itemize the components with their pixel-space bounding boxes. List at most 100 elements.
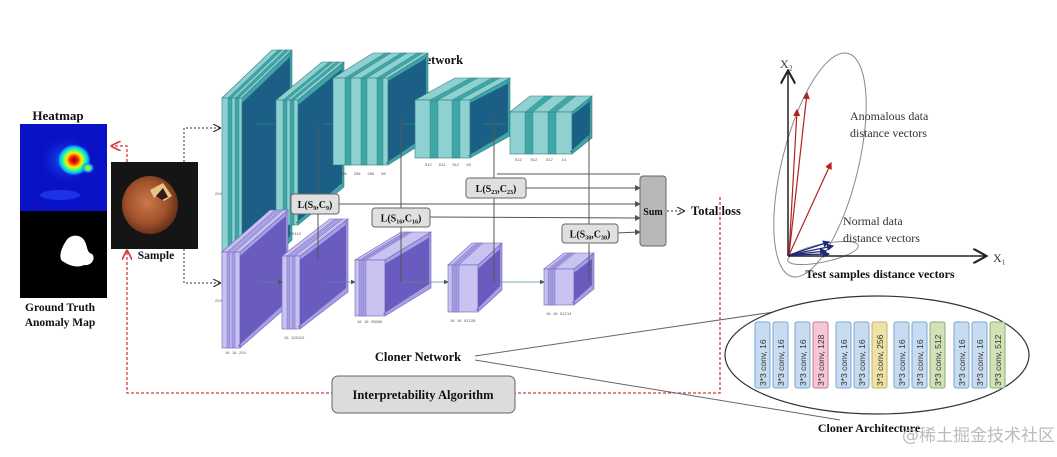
anomalous-vector-1 [788, 108, 801, 256]
cloner-block-dim: 16 [553, 311, 558, 316]
heatmap-arrow [112, 146, 128, 162]
anomalous-label-line1: Anomalous data [850, 109, 929, 123]
vector-plot-caption: Test samples distance vectors [805, 267, 955, 281]
cloner-block-dim: 224 [239, 350, 246, 355]
cloner-layer-7: 3*3 conv, 256 [871, 321, 888, 389]
anomalous-vector-3 [788, 161, 832, 256]
ground-truth-image [20, 211, 107, 298]
sum-block [639, 175, 667, 247]
anomalous-ellipse [773, 52, 867, 278]
cloner-block-dim: 512 [560, 311, 567, 316]
source-block-dim: 28 [466, 162, 471, 167]
heatmap-title: Heatmap [32, 108, 83, 123]
source-block-3 [331, 52, 430, 166]
sample-to-cloner-arrow [183, 249, 220, 283]
cloner-layer-8: 3*3 conv, 16 [893, 321, 910, 389]
sample-to-source-arrow [183, 128, 220, 162]
loss-box-4: L(S30,C30) [561, 223, 619, 244]
sample-label: Sample [138, 250, 174, 262]
y-axis-label: X₂ [780, 57, 793, 71]
cloner-input-dim: 224 [215, 298, 222, 303]
cloner-block-dim: 128 [291, 335, 298, 340]
cloner-layer-label: 3*3 conv, 16 [975, 339, 985, 386]
cloner-layer-10: 3*3 conv, 512 [929, 321, 946, 389]
cloner-architecture-label: Cloner Architecture [818, 421, 921, 435]
cloner-layer-13: 3*3 conv, 512 [989, 321, 1006, 389]
cloner-layer-label: 3*3 conv, 512 [933, 334, 943, 386]
anomalous-label-line2: distance vectors [850, 126, 927, 140]
cloner-block-3 [353, 231, 433, 317]
source-network: 6464224128128112256256256565125125122851… [215, 49, 593, 302]
cloner-block-2 [281, 218, 349, 330]
sample-image [111, 162, 198, 249]
normal-vector-2 [788, 243, 835, 256]
cloner-layer-5: 3*3 conv, 16 [835, 321, 852, 389]
ground-truth-label-line2: Anomaly Map [25, 317, 96, 329]
ground-truth-label-line1: Ground Truth [25, 302, 96, 314]
interpretability-algorithm-box [331, 375, 516, 414]
normal-label-line1: Normal data [843, 214, 903, 228]
interpretability-label: Interpretability Algorithm [352, 388, 494, 402]
cloner-layer-1: 3*3 conv, 16 [754, 321, 771, 389]
cloner-layer-label: 3*3 conv, 16 [857, 339, 867, 386]
cloner-block-dim: 256 [371, 319, 378, 324]
source-block-5 [509, 95, 593, 155]
cloner-block-dim: 512 [464, 318, 471, 323]
cloner-layer-11: 3*3 conv, 16 [953, 321, 970, 389]
loss-to-interpretability-line [515, 197, 721, 394]
cloner-block-4 [447, 242, 503, 313]
cloner-layer-label: 3*3 conv, 128 [816, 334, 826, 386]
cloner-layer-6: 3*3 conv, 16 [853, 321, 870, 389]
distance-vector-plot: X₂ X₁ Anomalous data distance vectors No… [773, 52, 1006, 281]
source-block-dim: 512 [453, 162, 460, 167]
cloner-block-dim: 16 [364, 319, 369, 324]
cloner-block-dim: 16 [225, 350, 230, 355]
cloner-layer-label: 3*3 conv, 16 [776, 339, 786, 386]
loss-box-label: L(S9,C9) [298, 200, 333, 212]
source-block-dim: 512 [546, 157, 553, 162]
x-axis-label: X₁ [993, 251, 1006, 265]
zoom-line-bottom [474, 359, 841, 421]
normal-vector-1 [788, 240, 831, 256]
cloner-block-dim: 16 [450, 318, 455, 323]
cloner-block-dim: 16 [232, 350, 237, 355]
normal-label-line2: distance vectors [843, 231, 920, 245]
cloner-layer-label: 3*3 conv, 16 [897, 339, 907, 386]
cloner-block-dim: 16 [284, 335, 289, 340]
cloner-layer-label: 3*3 conv, 16 [915, 339, 925, 386]
watermark: @稀土掘金技术社区 [902, 426, 1055, 446]
cloner-block-dim: 28 [471, 318, 476, 323]
source-block-dim: 256 [354, 171, 361, 176]
loss-box-2: L(S16,C16) [371, 207, 431, 228]
anomalous-vector-2 [788, 91, 810, 256]
loss-box-label: L(S16,C16) [381, 214, 422, 226]
cloner-block-5 [543, 252, 595, 306]
loss-box-label: L(S23,C23) [476, 184, 517, 196]
cloner-layer-label: 3*3 conv, 512 [993, 334, 1003, 386]
cloner-layer-4: 3*3 conv, 128 [812, 321, 829, 389]
cloner-layer-12: 3*3 conv, 16 [971, 321, 988, 389]
cloner-network-title: Cloner Network [375, 350, 461, 364]
source-block-dim: 256 [340, 171, 347, 176]
source-block-dim: 512 [439, 162, 446, 167]
source-block-4 [414, 77, 511, 159]
cloner-layer-3: 3*3 conv, 16 [794, 321, 811, 389]
source-block-dim: 512 [531, 157, 538, 162]
heatmap-image [20, 124, 107, 211]
cloner-layer-label: 3*3 conv, 16 [957, 339, 967, 386]
interpretability-to-sample-arrow [127, 251, 334, 394]
normal-vector-4 [788, 250, 831, 258]
source-block-2 [275, 61, 345, 226]
source-block-dim: 512 [425, 162, 432, 167]
source-block-dim: 14 [562, 157, 567, 162]
loss-box-label: L(S30,C30) [570, 230, 611, 242]
cloner-block-dim: 14 [567, 311, 572, 316]
cloner-layer-label: 3*3 conv, 16 [798, 339, 808, 386]
cloner-layer-9: 3*3 conv, 16 [911, 321, 928, 389]
total-loss-label: Total loss [691, 204, 741, 218]
cloner-block-dim: 16 [457, 318, 462, 323]
source-block-dim: 256 [368, 171, 375, 176]
cloner-layer-label: 3*3 conv, 16 [758, 339, 768, 386]
